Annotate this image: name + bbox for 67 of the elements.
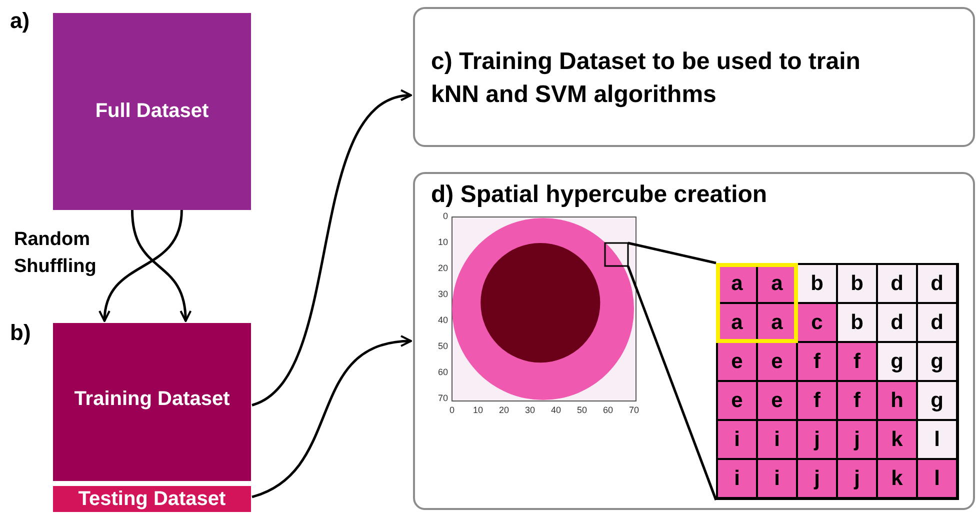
grid-cell: k [877, 459, 917, 498]
tick-label: 30 [524, 405, 536, 415]
grid-cell: d [877, 264, 917, 303]
tick-label: 70 [628, 405, 640, 415]
grid-cell: i [717, 420, 757, 459]
grid-cell: b [837, 303, 877, 342]
dataset-box: Testing Dataset [53, 486, 251, 512]
letter-grid [716, 263, 959, 500]
grid-cell: e [757, 381, 797, 420]
curved-arrow [100, 210, 183, 322]
edge-label: Random Shuffling [14, 228, 98, 279]
grid-cell: e [717, 381, 757, 420]
grid-cell: f [837, 342, 877, 381]
grid-cell: h [877, 381, 917, 420]
tick-label: 70 [436, 393, 448, 403]
grid-cell: i [717, 459, 757, 498]
panel-box [413, 172, 975, 510]
zoom-line [626, 266, 718, 500]
grid-cell: b [797, 264, 837, 303]
zoom-line [628, 242, 716, 264]
grid-cell: j [797, 459, 837, 498]
panel-heading: d) Spatial hypercube creation [431, 180, 768, 210]
tick-label: 20 [498, 405, 510, 415]
grid-cell: j [797, 420, 837, 459]
curved-arrow [251, 92, 412, 406]
panel-heading: c) Training Dataset to be used to train kNN and SVM algorithms [431, 47, 862, 110]
tick-label: 50 [576, 405, 588, 415]
tick-label: 0 [448, 405, 456, 415]
panel-box [413, 7, 975, 147]
grid-cell: l [917, 420, 957, 459]
tick-label: 50 [436, 341, 448, 351]
panel-letter: a) [10, 8, 30, 34]
grid-cell: f [837, 381, 877, 420]
tick-label: 30 [436, 289, 448, 299]
grid-cell: d [917, 303, 957, 342]
dataset-box: Training Dataset [53, 323, 251, 481]
zoom-frame [604, 242, 629, 267]
tick-label: 0 [442, 211, 448, 221]
tick-label: 20 [436, 263, 448, 273]
tick-label: 40 [550, 405, 562, 415]
grid-cell: g [877, 342, 917, 381]
grid-cell: f [797, 381, 837, 420]
curved-arrow [130, 210, 191, 322]
grid-cell: k [877, 420, 917, 459]
dataset-box: Full Dataset [53, 13, 251, 210]
tick-label: 10 [436, 237, 448, 247]
tick-label: 40 [436, 315, 448, 325]
grid-cell: d [877, 303, 917, 342]
grid-cell: i [757, 459, 797, 498]
pixel-map-drawing [452, 217, 638, 403]
tick-label: 60 [602, 405, 614, 415]
grid-cell: f [797, 342, 837, 381]
grid-cell: l [917, 459, 957, 498]
tick-label: 60 [436, 367, 448, 377]
grid-cell: g [917, 342, 957, 381]
grid-cell: d [917, 264, 957, 303]
panel-letter: b) [10, 320, 31, 346]
grid-cell: g [917, 381, 957, 420]
grid-cell: e [717, 342, 757, 381]
grid-cell: j [837, 420, 877, 459]
grid-cell: e [757, 342, 797, 381]
tick-label: 10 [472, 405, 484, 415]
grid-cell: j [837, 459, 877, 498]
grid-cell: c [797, 303, 837, 342]
grid-cell: i [757, 420, 797, 459]
grid-cell: b [837, 264, 877, 303]
curved-arrow [252, 336, 412, 498]
